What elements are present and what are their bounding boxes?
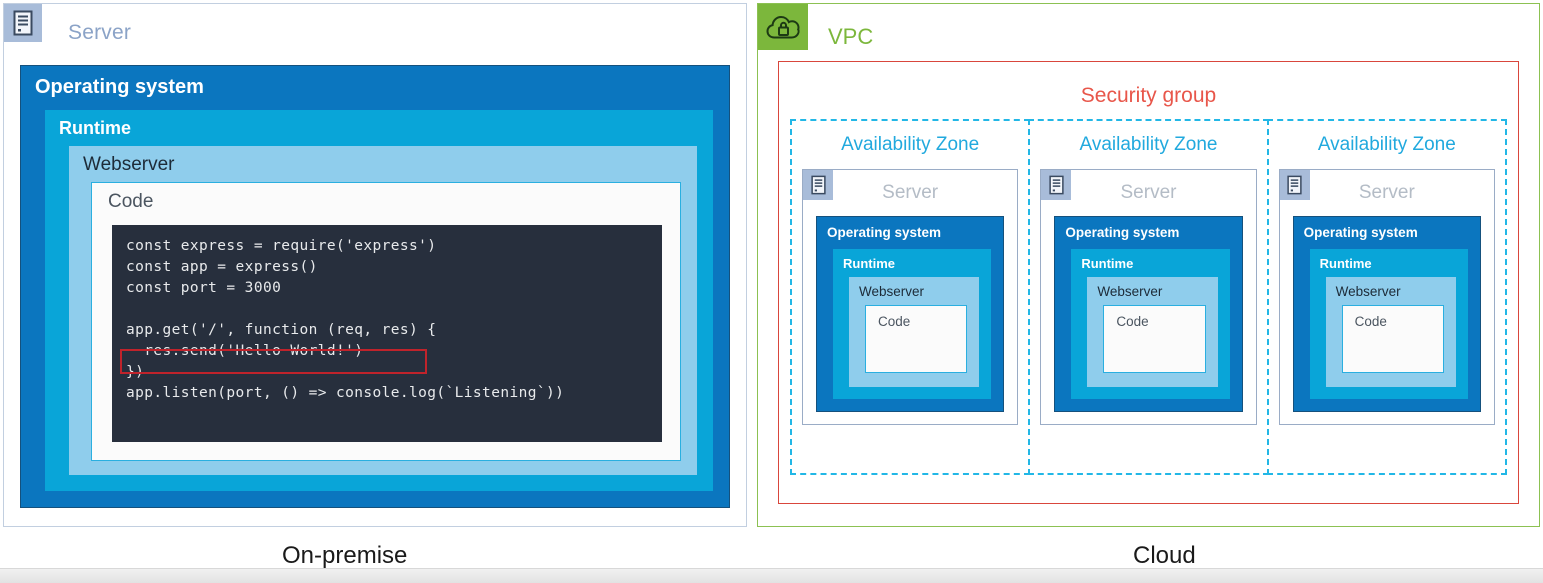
az-server-title: Server: [1358, 182, 1415, 203]
server-icon: [4, 4, 42, 42]
layer-runtime-label: Runtime: [1319, 256, 1372, 271]
bottom-strip: [0, 568, 1543, 583]
server-icon: [1041, 170, 1072, 200]
code-line: app.listen(port, () => console.log(`List…: [126, 385, 565, 401]
availability-zone-title: Availability Zone: [1079, 134, 1218, 155]
layer-code-label: Code: [878, 314, 911, 329]
layer-code: Code: [1103, 305, 1206, 373]
code-line: res.send('Hello World!'): [126, 343, 364, 359]
code-line: const express = require('express'): [126, 238, 437, 254]
code-line: const port = 3000: [126, 280, 282, 296]
layer-code: Code: [1341, 305, 1444, 373]
layer-webserver-label: Webserver: [1335, 284, 1401, 299]
az-server-title: Server: [882, 182, 939, 203]
code-block: const express = require('express') const …: [112, 225, 662, 442]
az-server-title: Server: [1120, 182, 1177, 203]
layer-code: Code: [865, 305, 968, 373]
layer-code-label: Code: [1354, 314, 1387, 329]
server-title: Server: [68, 21, 132, 44]
layer-runtime-label: Runtime: [1081, 256, 1134, 271]
code-line: const app = express(): [126, 259, 318, 275]
server-icon: [1279, 170, 1310, 200]
layer-runtime-label: Runtime: [59, 118, 131, 138]
layer-operating-system-label: Operating system: [35, 76, 204, 98]
caption-onpremise: On-premise: [282, 542, 408, 569]
vpc-title: VPC: [828, 24, 874, 49]
code-line: [126, 299, 564, 320]
availability-zone-title: Availability Zone: [841, 134, 980, 155]
code-line: app.get('/', function (req, res) {: [126, 322, 437, 338]
layer-operating-system-label: Operating system: [1303, 225, 1418, 240]
onpremise-server-panel: Server Operating system Runtime Webserve…: [3, 3, 747, 527]
server-icon: [803, 170, 833, 200]
layer-webserver-label: Webserver: [83, 154, 175, 175]
layer-operating-system-label: Operating system: [827, 225, 942, 240]
layer-code-label: Code: [108, 191, 154, 212]
caption-cloud: Cloud: [1133, 542, 1196, 569]
cloud-lock-icon: [758, 4, 808, 50]
layer-operating-system-label: Operating system: [1065, 225, 1180, 240]
layer-code: Code const express = require('express')c…: [91, 182, 681, 461]
layer-operating-system: Operating system Runtime Webserver Code …: [20, 65, 730, 508]
layer-runtime-label: Runtime: [843, 256, 895, 271]
layer-webserver: Webserver Code const express = require('…: [69, 146, 697, 475]
code-line: }): [126, 364, 145, 380]
layer-code-label: Code: [1116, 314, 1149, 329]
security-group-title: Security group: [1080, 84, 1217, 107]
code-lines: const express = require('express') const …: [126, 236, 564, 404]
layer-webserver-label: Webserver: [859, 284, 925, 299]
availability-zone-title: Availability Zone: [1317, 134, 1456, 155]
layer-webserver-label: Webserver: [1097, 284, 1163, 299]
layer-runtime: Runtime Webserver Code const express = r…: [45, 110, 713, 491]
